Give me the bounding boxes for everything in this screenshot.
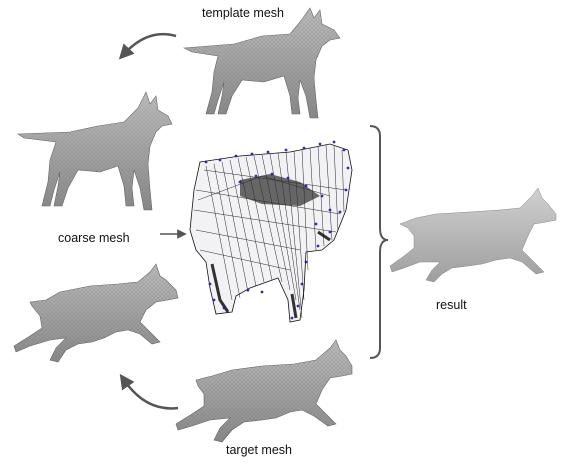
- running-dog-left: [14, 264, 178, 362]
- target-mesh-label: target mesh: [226, 443, 292, 457]
- template-mesh-dog: [184, 8, 340, 118]
- curved-arrow-icon: [124, 380, 178, 408]
- curved-arrow-icon: [124, 34, 176, 54]
- target-mesh-dog: [176, 340, 352, 442]
- correspondence-visualization: [190, 141, 352, 322]
- coarse-mesh-label: coarse mesh: [58, 231, 130, 245]
- result-dog: [390, 188, 556, 282]
- coarse-mesh-dog: [18, 92, 172, 210]
- curly-brace-icon: [370, 126, 388, 358]
- template-mesh-label: template mesh: [202, 6, 284, 20]
- result-label: result: [436, 298, 467, 312]
